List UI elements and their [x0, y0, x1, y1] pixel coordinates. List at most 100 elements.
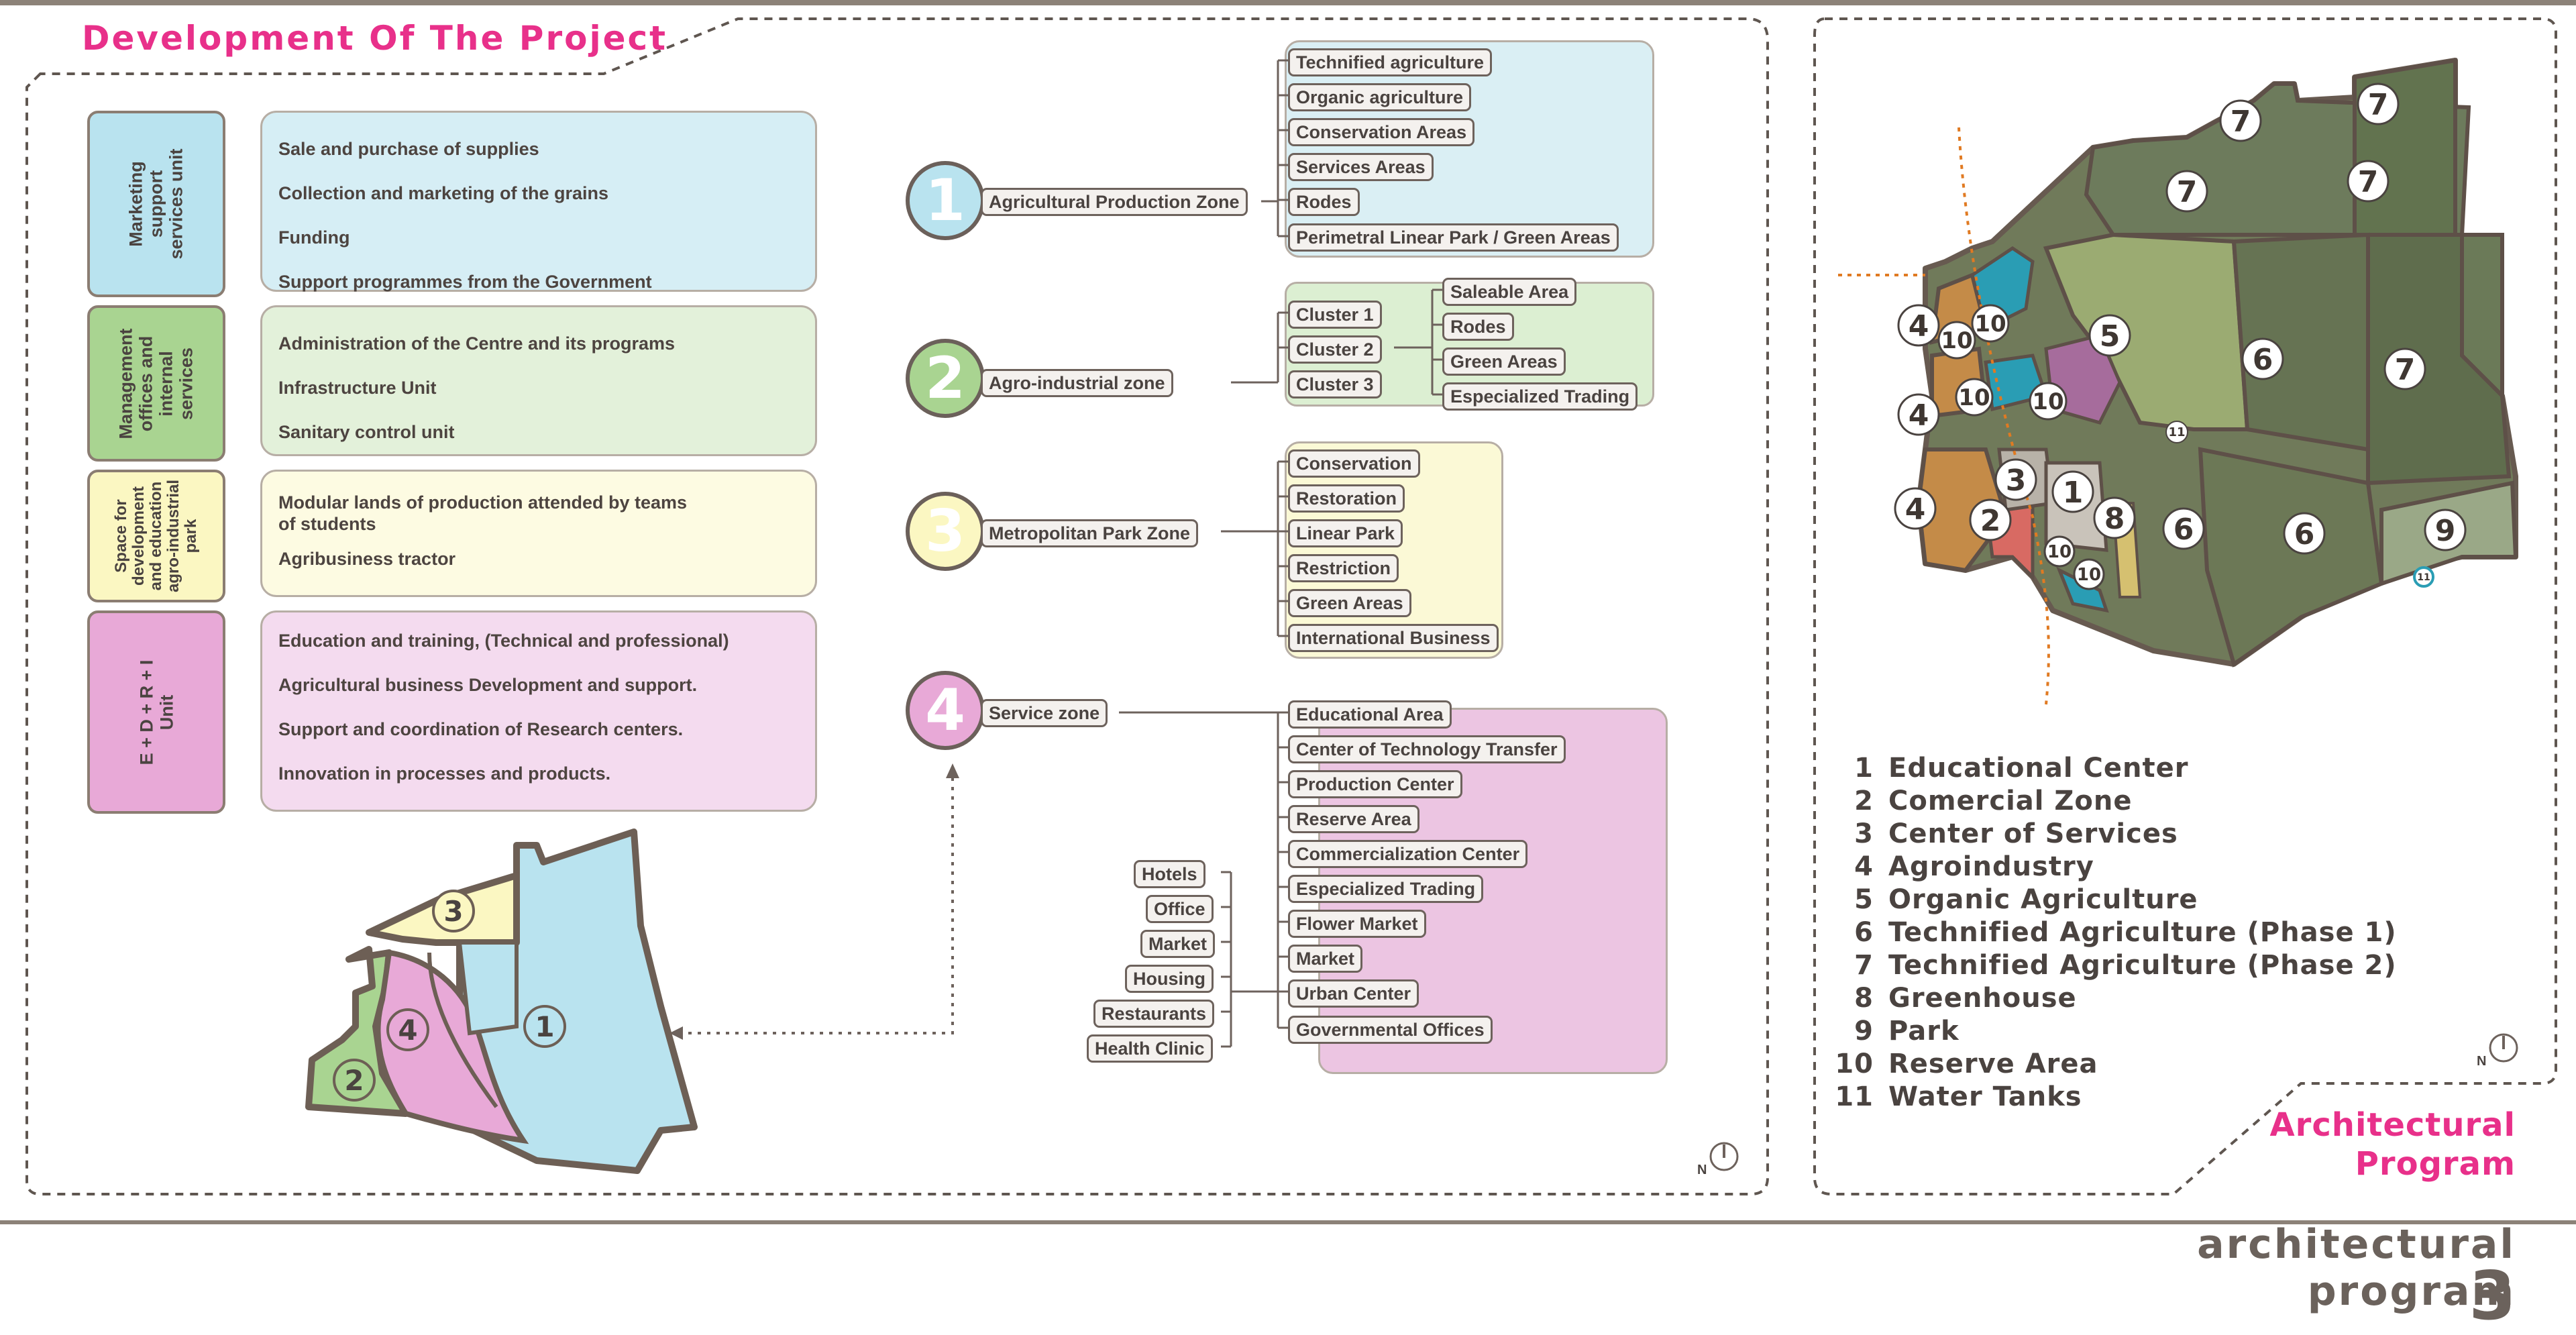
map-marker-5: 5	[2088, 314, 2131, 357]
map-marker-1: 1	[2051, 470, 2094, 513]
category-item: Education and training, (Technical and p…	[278, 631, 729, 651]
map-label: 6	[2253, 343, 2273, 377]
category-item: Support and coordination of Research cen…	[278, 719, 684, 739]
zone-2-cluster: Cluster 2	[1288, 335, 1382, 364]
category-item: Collection and marketing of the grains	[278, 183, 609, 203]
mini-map-label: 2	[344, 1064, 364, 1097]
zone-4-item: Commercialization Center	[1288, 840, 1528, 868]
map-marker-10: 10	[1937, 321, 1976, 360]
category-label-space: Space for development and education agro…	[87, 470, 225, 602]
category-label-marketing: Marketing support services unit	[87, 111, 225, 297]
map-marker-4: 4	[1897, 304, 1940, 347]
map-label: 7	[2231, 105, 2251, 139]
zone-2-item: Saleable Area	[1442, 278, 1577, 306]
map-marker-6: 6	[2162, 507, 2205, 550]
map-marker-7: 7	[2357, 83, 2400, 125]
page-number: 3	[2469, 1257, 2516, 1335]
site-plan-map: 7 7 7 7 7 5 6 6	[1838, 58, 2518, 705]
zone-1-item: Conservation Areas	[1288, 118, 1475, 146]
map-marker-10: 10	[2043, 535, 2076, 568]
urban-item: Office	[1146, 895, 1214, 923]
zone-4-item: Market	[1288, 945, 1363, 973]
map-label: 5	[2100, 319, 2121, 354]
map-label: 10	[2047, 542, 2072, 562]
zone-4-label: Service zone	[981, 699, 1108, 727]
zone-2-item: Green Areas	[1442, 348, 1566, 376]
zone-2-label: Agro-industrial zone	[981, 369, 1173, 397]
map-label: 10	[1941, 327, 1972, 354]
zone-1-item: Perimetral Linear Park / Green Areas	[1288, 223, 1619, 252]
map-marker-7: 7	[2347, 160, 2390, 203]
urban-item: Hotels	[1134, 860, 1205, 888]
category-item: Administration of the Centre and its pro…	[278, 333, 676, 354]
mini-zone-map: 1 2 3 4	[305, 829, 698, 1174]
zone-3-item: Restoration	[1288, 484, 1405, 513]
map-label: 10	[2032, 388, 2063, 415]
zone-4-item: Especialized Trading	[1288, 875, 1484, 903]
map-label: 4	[1909, 398, 1929, 433]
architectural-program-title: Architectural Program	[2269, 1106, 2516, 1183]
footer-caption: architectural program	[2197, 1221, 2516, 1315]
zone-3-circle: 3	[906, 492, 985, 571]
map-marker-9: 9	[2424, 509, 2467, 551]
zone-3-item: International Business	[1288, 624, 1499, 652]
map-label: 7	[2368, 88, 2389, 122]
map-marker-11: 11	[2413, 566, 2434, 588]
category-item: Modular lands of production attended by …	[278, 492, 688, 534]
category-item: Agricultural business Development and su…	[278, 675, 698, 695]
urban-item: Housing	[1125, 965, 1214, 993]
zone-4-item: Center of Technology Transfer	[1288, 735, 1566, 763]
category-item: Sale and purchase of supplies	[278, 139, 539, 159]
zone-3-item: Linear Park	[1288, 519, 1403, 547]
urban-item: Health Clinic	[1087, 1034, 1213, 1063]
map-marker-6: 6	[2283, 512, 2326, 555]
zone-2-cluster: Cluster 3	[1288, 370, 1382, 398]
map-marker-7: 7	[2219, 99, 2262, 142]
map-marker-6: 6	[2241, 337, 2284, 380]
map-marker-4: 4	[1894, 487, 1937, 530]
map-label: 11	[2168, 425, 2185, 439]
category-item: Innovation in processes and products.	[278, 763, 611, 784]
zone-3-item: Conservation	[1288, 449, 1420, 478]
zone1-background	[1285, 40, 1654, 258]
map-marker-3: 3	[1994, 458, 2037, 501]
zone-3-label: Metropolitan Park Zone	[981, 519, 1199, 547]
zone-4-item: Flower Market	[1288, 910, 1426, 938]
zone-1-label: Agricultural Production Zone	[981, 188, 1248, 216]
zone-1-item: Rodes	[1288, 188, 1360, 216]
map-label: 8	[2104, 502, 2125, 536]
zone-4-item: Reserve Area	[1288, 805, 1419, 833]
urban-item: Market	[1140, 930, 1216, 958]
category-item: Agribusiness tractor	[278, 549, 456, 569]
category-box-space: Modular lands of production attended by …	[260, 470, 817, 597]
north-arrow-icon: N	[1696, 1140, 1743, 1181]
map-label: 10	[1974, 311, 2006, 337]
zone-1-item: Technified agriculture	[1288, 48, 1493, 76]
development-title: Development Of The Project	[82, 19, 668, 58]
category-item: Support programmes from the Government	[278, 272, 652, 292]
map-marker-2: 2	[1969, 498, 2012, 541]
map-label: 1	[2063, 476, 2084, 510]
zone-4-item: Urban Center	[1288, 979, 1419, 1008]
zone-2-cluster: Cluster 1	[1288, 301, 1382, 329]
mini-map-label: 1	[535, 1010, 554, 1043]
map-marker-7: 7	[2165, 170, 2208, 213]
zone-1-item: Organic agriculture	[1288, 83, 1472, 111]
map-marker-7: 7	[2383, 348, 2426, 390]
map-marker-10: 10	[1955, 378, 1994, 417]
zone-2-item: Especialized Trading	[1442, 382, 1638, 411]
category-label-management: Management offices and internal services	[87, 305, 225, 462]
zone-4-item: Educational Area	[1288, 700, 1452, 729]
zone-2-circle: 2	[906, 339, 985, 418]
map-label: 3	[2006, 464, 2027, 498]
map-label: 7	[2177, 175, 2198, 209]
zone-1-circle: 1	[906, 161, 985, 240]
